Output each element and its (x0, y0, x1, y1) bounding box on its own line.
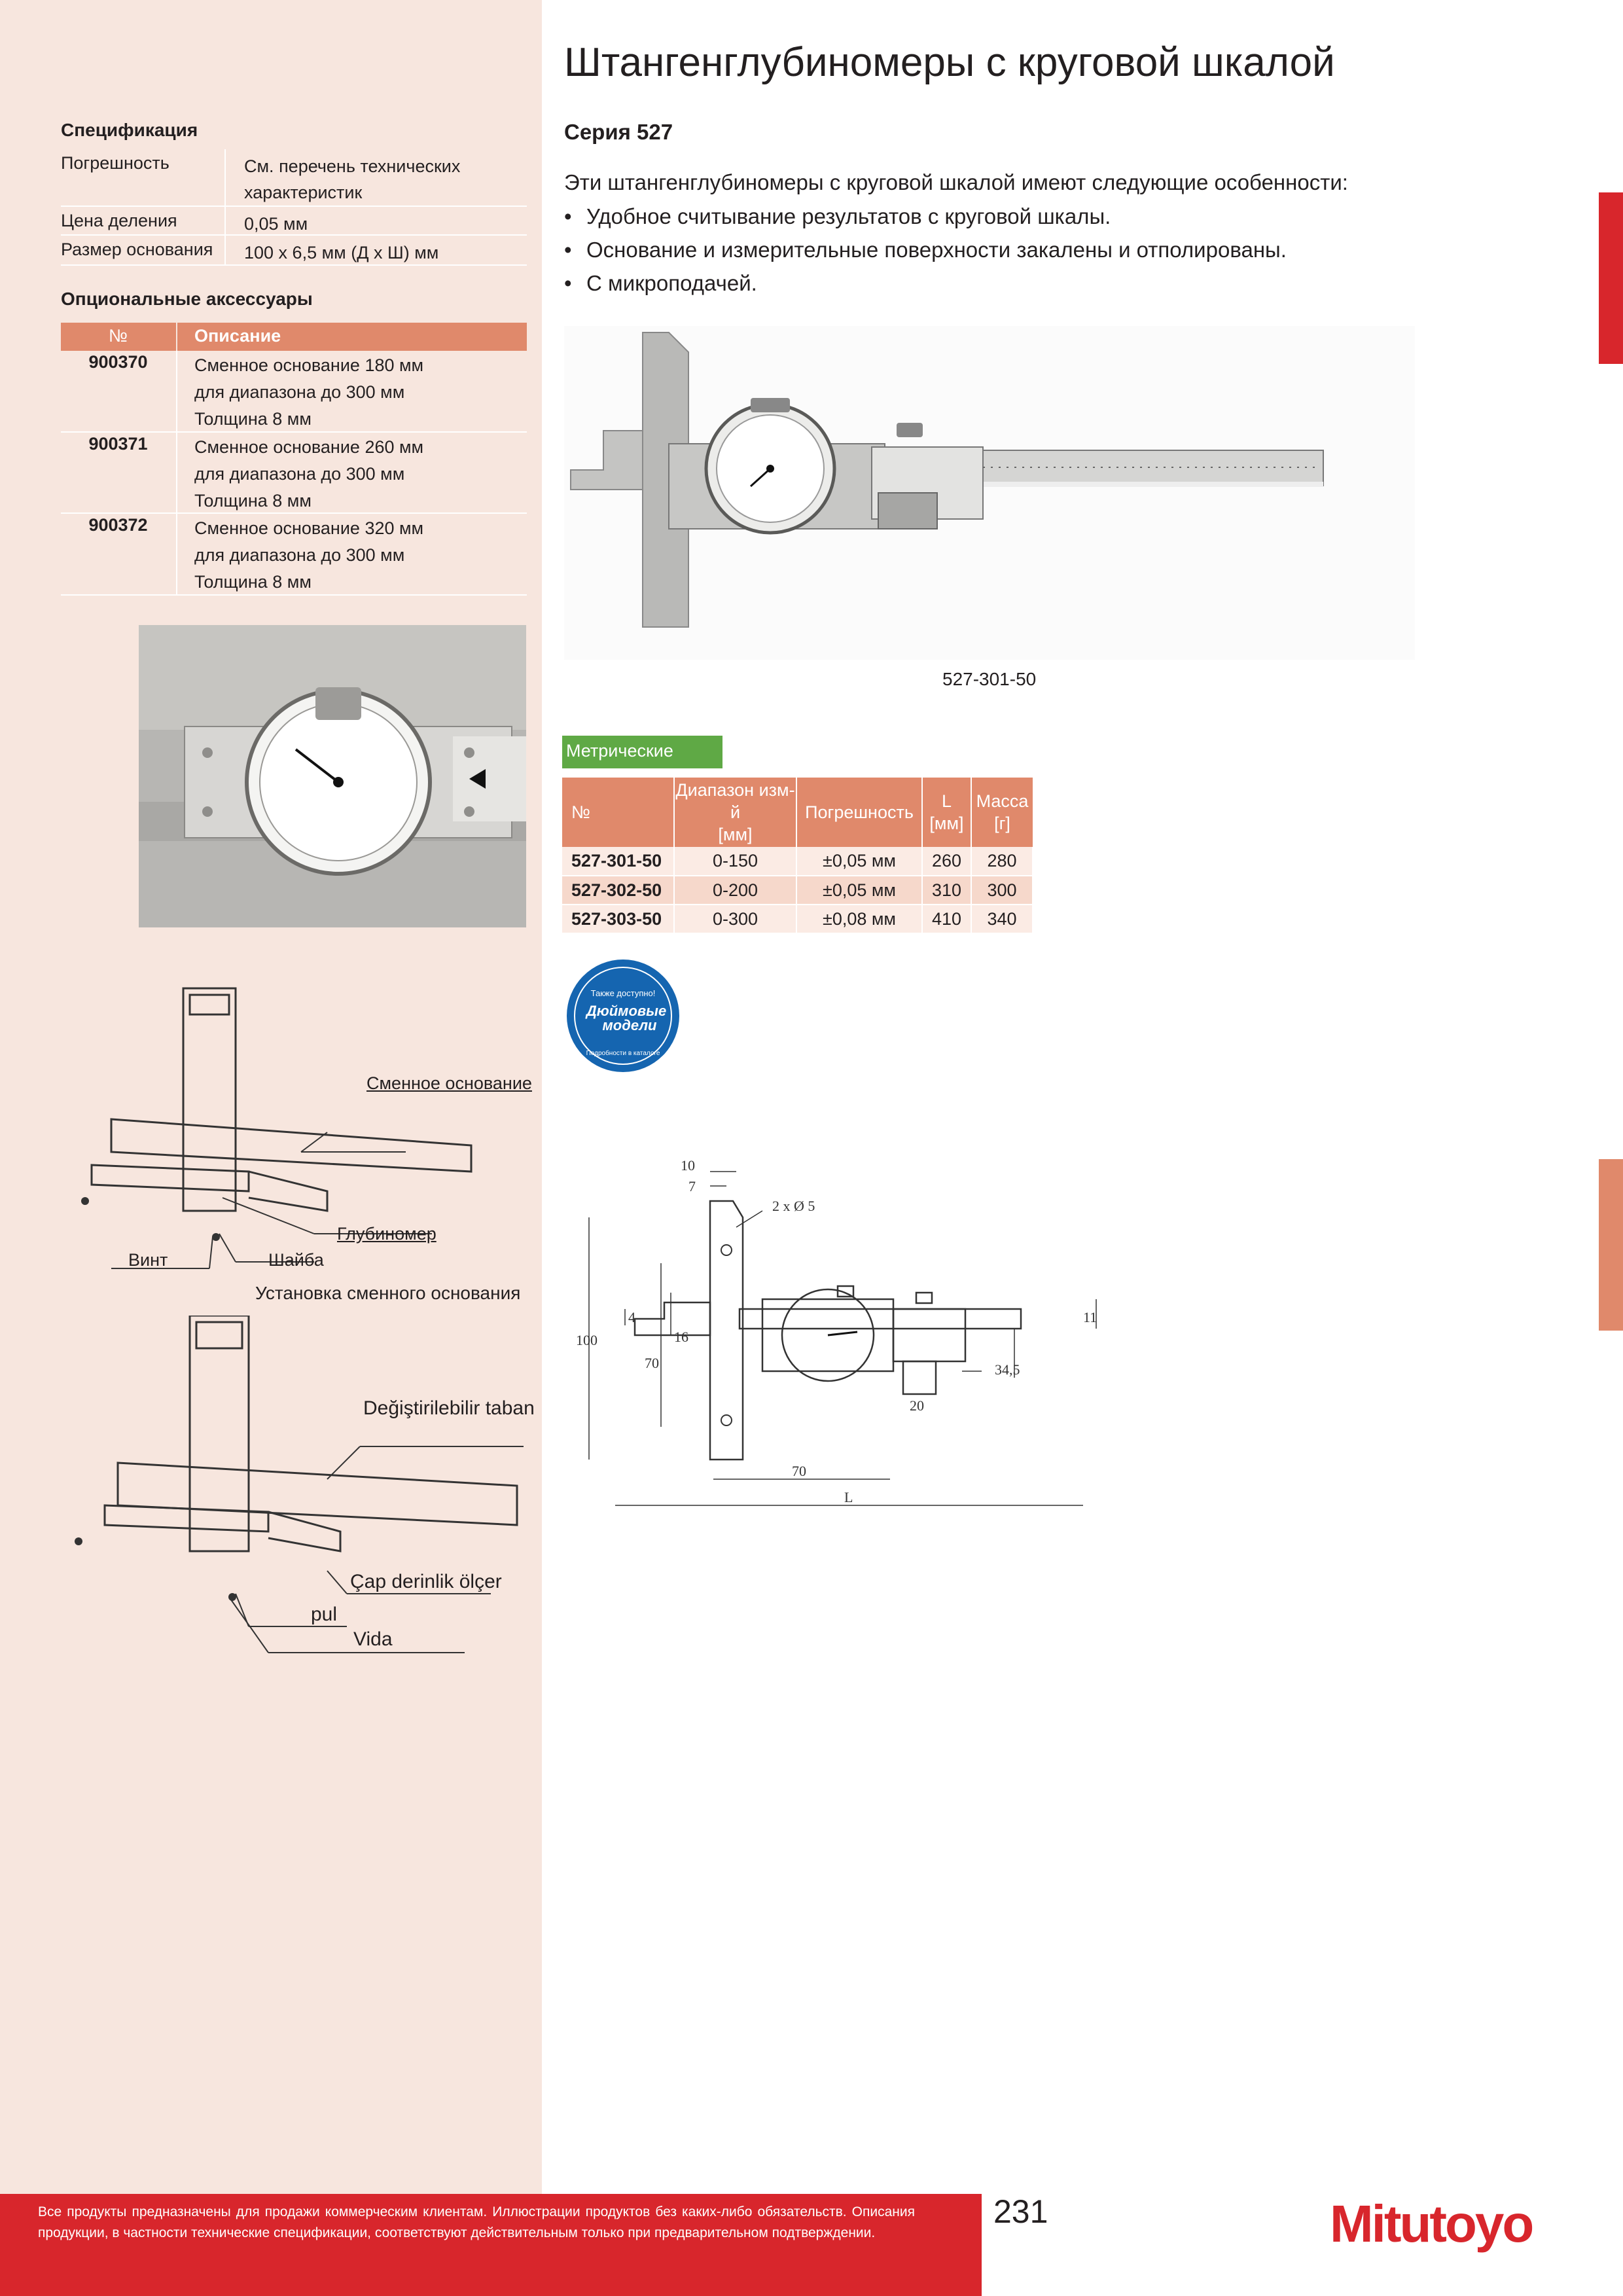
intro-text: Эти штангенглубиномеры с круговой шкалой… (564, 170, 1348, 194)
label-washer-ru: Шайба (268, 1250, 324, 1270)
dim-100: 100 (576, 1332, 597, 1348)
spec-title: Спецификация (61, 120, 198, 140)
col-l: L[мм] (922, 778, 972, 847)
cell-range: 0-200 (674, 876, 797, 905)
badge-line1: Дюймовые (585, 1003, 666, 1019)
dim-10: 10 (681, 1157, 695, 1174)
label-washer-tr: pul (311, 1604, 338, 1625)
cell-l: 310 (922, 876, 972, 905)
models-table: № Диапазон изм-й[мм] Погрешность L[мм] М… (562, 778, 1033, 934)
spec-row: Цена деления 0,05 мм (61, 207, 527, 236)
left-panel (0, 0, 542, 2194)
cell-l: 260 (922, 847, 972, 876)
side-tab-red (1599, 192, 1623, 364)
label-screw-tr: Vida (353, 1628, 393, 1650)
series-label: Серия 527 (564, 120, 673, 144)
dim-4: 4 (628, 1309, 635, 1325)
label-gauge-tr: Çap derinlik ölçer (350, 1571, 502, 1592)
cell-l: 410 (922, 905, 972, 934)
dim-70-v: 70 (645, 1355, 659, 1371)
footer-bar (0, 2194, 982, 2296)
cell-accuracy: ±0,08 мм (796, 905, 923, 934)
accessories-col-desc: Описание (194, 326, 281, 346)
cell-range: 0-300 (674, 905, 797, 934)
cell-accuracy: ±0,05 мм (796, 847, 923, 876)
accessory-row: 900372 Сменное основание 320 мм для диап… (61, 514, 527, 596)
spec-row: Размер основания 100 x 6,5 мм (Д x Ш) мм (61, 236, 527, 266)
accessories-header: № Описание (61, 323, 527, 351)
accessory-no: 900371 (88, 434, 148, 454)
col-no: № (562, 778, 675, 847)
accessory-desc: Сменное основание 320 мм для диапазона д… (194, 518, 424, 592)
spec-value: См. перечень технических характеристик (244, 156, 461, 202)
label-base-ru: Сменное основание (366, 1073, 532, 1093)
label-screw-ru: Винт (128, 1250, 168, 1270)
dim-l: L (844, 1489, 853, 1505)
accessories-title: Опциональные аксессуары (61, 289, 313, 309)
side-tab-salmon (1599, 1159, 1623, 1331)
cell-mass: 300 (971, 876, 1033, 905)
cell-accuracy: ±0,05 мм (796, 876, 923, 905)
dim-holes: 2 x Ø 5 (772, 1198, 815, 1214)
accessories-col-no: № (109, 326, 128, 346)
col-mass: Масса[г] (971, 778, 1033, 847)
accessory-no: 900372 (88, 515, 148, 535)
dim-70-h: 70 (792, 1463, 806, 1479)
dim-34-5: 34,5 (995, 1361, 1020, 1378)
cell-model: 527-303-50 (562, 905, 675, 934)
cell-model: 527-301-50 (562, 847, 675, 876)
feature-item: Удобное считывание результатов с кругово… (564, 200, 1287, 233)
spec-key: Погрешность (61, 153, 169, 173)
accessory-row: 900370 Сменное основание 180 мм для диап… (61, 351, 527, 433)
accessory-desc: Сменное основание 260 мм для диапазона д… (194, 437, 424, 511)
feature-list: Удобное считывание результатов с кругово… (564, 200, 1287, 300)
install-caption: Установка сменного основания (255, 1283, 521, 1303)
badge-top: Также доступно! (591, 988, 656, 998)
dim-20: 20 (910, 1397, 924, 1414)
dimension-drawing: 10 7 2 x Ø 5 100 4 16 70 20 34,5 11 70 L (563, 1152, 1126, 1518)
spec-value: 100 x 6,5 мм (Д x Ш) мм (244, 243, 439, 262)
install-diagram-tr: Değiştirilebilir taban Çap derinlik ölçe… (52, 1314, 537, 1662)
page-number: 231 (993, 2193, 1048, 2230)
footer-disclaimer: Все продукты предназначены для продажи к… (38, 2204, 915, 2240)
accessory-no: 900370 (88, 352, 148, 372)
badge-bottom: Подробности в каталоге (586, 1049, 660, 1057)
spec-key: Размер основания (61, 240, 213, 259)
dial-closeup-photo (139, 625, 526, 927)
spec-row: Погрешность См. перечень технических хар… (61, 149, 527, 207)
dim-16: 16 (674, 1329, 688, 1345)
table-row: 527-301-50 0-150 ±0,05 мм 260 280 (562, 847, 1033, 876)
photo-caption: 527-301-50 (942, 669, 1037, 689)
cell-mass: 340 (971, 905, 1033, 934)
cell-model: 527-302-50 (562, 876, 675, 905)
spec-value: 0,05 мм (244, 214, 308, 234)
col-accuracy: Погрешность (796, 778, 923, 847)
table-row: 527-302-50 0-200 ±0,05 мм 310 300 (562, 876, 1033, 905)
label-base-tr: Değiştirilebilir taban (363, 1397, 535, 1419)
cell-range: 0-150 (674, 847, 797, 876)
accessory-row: 900371 Сменное основание 260 мм для диап… (61, 433, 527, 514)
accessory-desc: Сменное основание 180 мм для диапазона д… (194, 355, 424, 429)
feature-item: Основание и измерительные поверхности за… (564, 233, 1287, 266)
dim-11: 11 (1083, 1309, 1097, 1325)
badge-line2: модели (603, 1017, 658, 1033)
spec-key: Цена деления (61, 211, 177, 230)
product-photo (564, 326, 1415, 660)
dim-7: 7 (688, 1178, 696, 1194)
inch-models-badge: Также доступно! Дюймовые модели Подробно… (564, 957, 682, 1075)
cell-mass: 280 (971, 847, 1033, 876)
feature-item: С микроподачей. (564, 266, 1287, 300)
install-diagram-ru: Сменное основание Глубиномер Шайба Винт … (52, 975, 537, 1309)
col-range: Диапазон изм-й[мм] (674, 778, 797, 847)
brand-logo: Mitutoyo (1330, 2195, 1534, 2253)
table-row: 527-303-50 0-300 ±0,08 мм 410 340 (562, 905, 1033, 934)
page-title: Штангенглубиномеры с круговой шкалой (564, 40, 1335, 85)
label-gauge-ru: Глубиномер (337, 1224, 437, 1244)
metric-label: Метрические (562, 736, 722, 768)
